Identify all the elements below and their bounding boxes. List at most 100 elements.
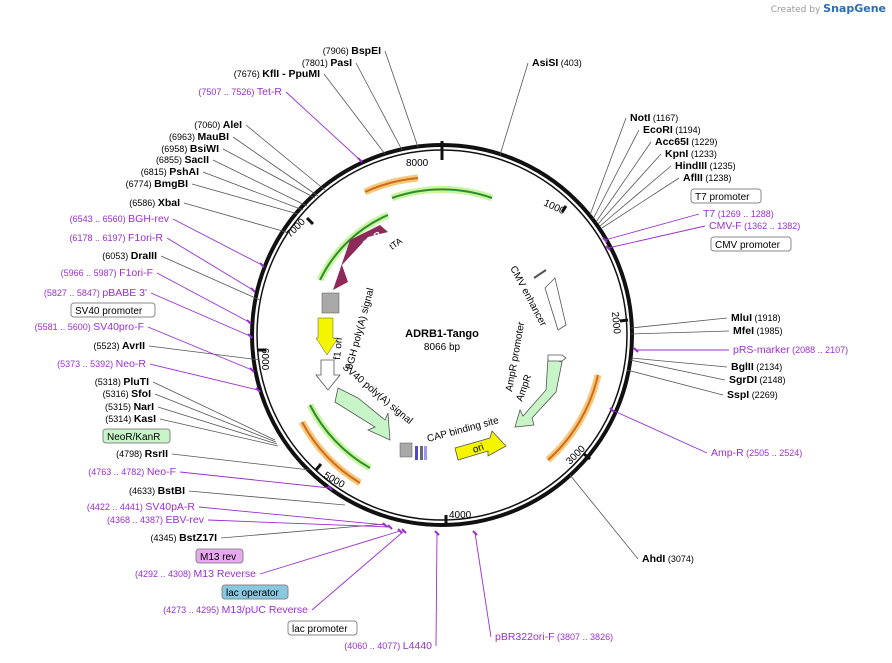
neor-box[interactable] [102,428,171,444]
primer-label-f1ori-f[interactable]: (5966 .. 5987) F1ori-F [61,267,153,279]
tetr-feature [333,225,388,290]
arc-green-top [391,188,493,199]
site-leader-acc65i [595,141,652,223]
site-label-ecori[interactable]: EcoRI (1194) [643,124,701,136]
primer-mark-sv40pa-r [382,522,388,528]
primer-leader-m13-reverse [259,530,401,575]
site-name: PshAI [169,166,199,178]
primer-label-f1ori-r[interactable]: (6178 .. 6197) F1ori-R [69,232,163,244]
site-label-bspei[interactable]: (7906) BspEI [323,45,381,57]
primer-label-cmv-f[interactable]: CMV-F (1362 .. 1382) [709,220,800,232]
site-leader-ahdi [569,474,639,560]
primer-label-neo-r[interactable]: (5373 .. 5392) Neo-R [57,358,146,370]
site-name: BspEI [351,45,381,57]
site-position: (6815) [141,167,170,177]
primer-name: pBABE 3' [102,287,147,299]
primer-label-prs-marker[interactable]: pRS-marker (2088 .. 2107) [733,344,848,356]
site-name: PluTI [123,376,149,388]
feature-arcs [298,174,602,486]
primer-range: (2088 .. 2107) [790,345,849,355]
primer-label-neo-f[interactable]: (4763 .. 4782) Neo-F [88,466,176,478]
site-label-bstz17i[interactable]: (4345) BstZ17I [151,532,218,544]
primer-name: Amp-R [711,447,744,459]
primer-mark-amp-r [609,407,615,413]
site-label-alei[interactable]: (7060) AleI [194,119,242,131]
site-label-kasi[interactable]: (5314) KasI [105,413,156,425]
m13rev-box[interactable] [195,548,244,564]
sv40-promoter-box[interactable] [70,302,156,318]
site-position: (6958) [161,144,190,154]
site-leader-sfoi [154,393,277,443]
site-position: (6963) [169,132,198,142]
site-label-bsiwi[interactable]: (6958) BsiWI [161,143,219,155]
site-label-pasi[interactable]: (7801) PasI [302,57,352,69]
site-label-pshai[interactable]: (6815) PshAI [141,166,199,178]
site-position: (1918) [752,313,781,323]
primer-label-m13-puc-reverse[interactable]: (4273 .. 4295) M13/pUC Reverse [163,604,308,616]
site-label-kpni[interactable]: KpnI (1233) [665,148,717,160]
site-label-mfei[interactable]: MfeI (1985) [733,325,783,337]
lac-promoter-box[interactable] [287,620,358,636]
site-label-kfli-ppumi[interactable]: (7676) KflI - PpuMI [234,68,320,80]
ampr-feature [514,357,563,428]
primer-label-sv40pa-r[interactable]: (4422 .. 4441) SV40pA-R [87,501,196,513]
primer-name: T7 [703,208,715,220]
primer-leader-f1ori-r [166,237,254,291]
site-label-bglii[interactable]: BglII (2134) [731,361,782,373]
primer-label-l4440[interactable]: (4060 .. 4077) L4440 [344,640,432,652]
site-name: MfeI [733,325,754,337]
primer-label-pbabe-3[interactable]: (5827 .. 5847) pBABE 3' [44,287,147,299]
cmv-promoter-box[interactable] [710,236,792,252]
primer-label-sv40pro-f[interactable]: (5581 .. 5600) SV40pro-F [35,321,144,333]
site-label-sfoi[interactable]: (5316) SfoI [103,388,151,400]
site-label-noti[interactable]: NotI (1167) [630,112,678,124]
site-label-bstbi[interactable]: (4633) BstBI [129,485,185,497]
primer-name: BGH-rev [128,213,170,225]
primer-label-bgh-rev[interactable]: (6543 .. 6560) BGH-rev [70,213,170,225]
site-label-pluti[interactable]: (5318) PluTI [95,376,149,388]
t7-promoter-box[interactable] [690,188,762,204]
site-label-hindiii[interactable]: HindIII (1235) [675,160,736,172]
primer-label-m13-reverse[interactable]: (4292 .. 4308) M13 Reverse [135,568,256,580]
site-label-nari[interactable]: (5315) NarI [105,401,154,413]
site-label-acc65i[interactable]: Acc65I (1229) [655,136,717,148]
site-leader-xbai [183,202,287,233]
gray-feature-small [399,442,413,458]
site-leader-aflii [601,177,680,229]
site-label-bmgbi[interactable]: (6774) BmgBI [126,178,188,190]
primer-mark-pbabe-3 [247,333,253,339]
site-label-sgrdi[interactable]: SgrDI (2148) [729,374,786,386]
primer-label-ebv-rev[interactable]: (4368 .. 4387) EBV-rev [107,514,205,526]
site-label-rsrii[interactable]: (4798) RsrII [116,448,168,460]
site-leader-alei [245,124,326,191]
primer-mark-prs-marker [633,347,639,353]
site-leader-mfei [630,330,730,335]
primer-range: (4368 .. 4387) [107,515,166,525]
primer-label-t7[interactable]: T7 (1269 .. 1288) [703,208,774,220]
site-label-maubi[interactable]: (6963) MauBI [169,131,229,143]
primer-leader-bgh-rev [172,218,263,266]
primer-range: (4422 .. 4441) [87,502,146,512]
site-label-ahdi[interactable]: AhdI (3074) [642,553,694,565]
boxed-labels: T7 promoter CMV promoter SV40 promoter N… [70,188,792,636]
primer-mark-f1ori-f [246,319,252,325]
lac-operator-box[interactable] [221,584,289,600]
primer-label-pbr322ori-f[interactable]: pBR322ori-F (3807 .. 3826) [495,631,613,643]
site-name: BglII [731,361,754,373]
primer-name: SV40pA-R [145,501,195,513]
primer-leader-neo-f [179,471,331,489]
site-label-sspi[interactable]: SspI (2269) [727,389,778,401]
site-label-draiii[interactable]: (6053) DraIII [102,250,157,262]
site-label-sacii[interactable]: (6855) SacII [156,154,209,166]
tick-label-1000: 1000 [542,198,567,218]
site-label-aflii[interactable]: AflII (1238) [683,172,731,184]
site-position: (4798) [116,449,145,459]
site-label-avrii[interactable]: (5523) AvrII [94,340,146,352]
site-label-asisi[interactable]: AsiSI (403) [532,57,582,69]
site-label-mlui[interactable]: MluI (1918) [731,312,781,324]
primer-label-amp-r[interactable]: Amp-R (2505 .. 2524) [711,447,802,459]
primer-label-tet-r[interactable]: (7507 .. 7526) Tet-R [198,86,282,98]
site-leader-mlui [630,317,728,329]
site-label-xbai[interactable]: (6586) XbaI [129,197,180,209]
site-position: (7060) [194,120,223,130]
